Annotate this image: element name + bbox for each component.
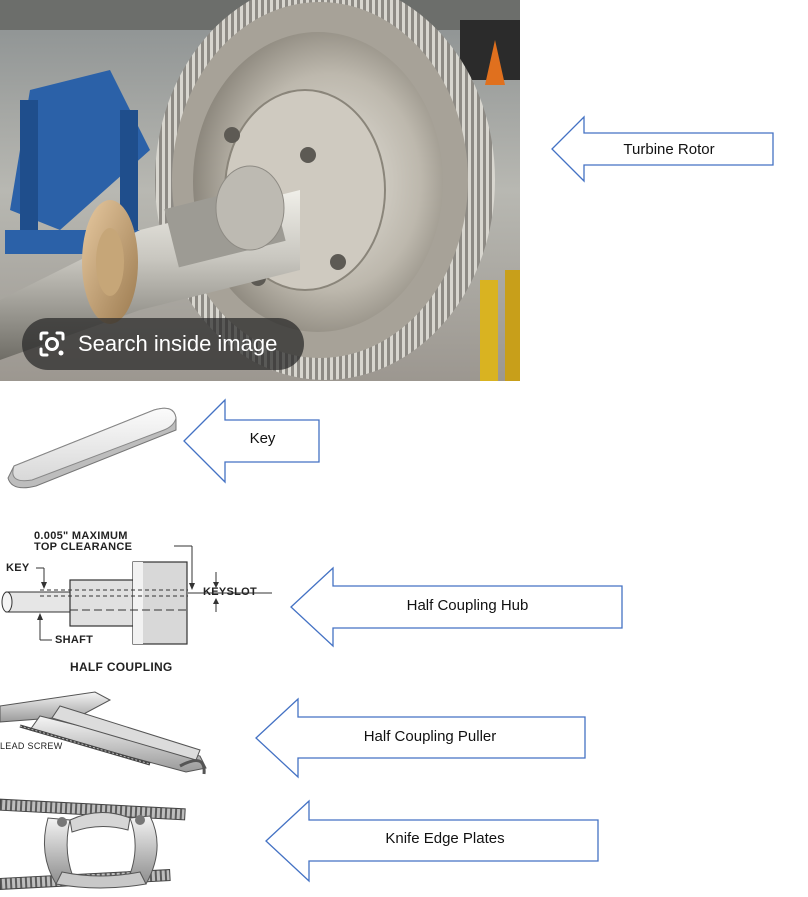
clearance-label-line2: TOP CLEARANCE: [34, 541, 133, 553]
shaft-label: SHAFT: [55, 634, 94, 646]
knife-edge-plates-label: Knife Edge Plates: [385, 830, 505, 847]
half-coupling-hub-label: Half Coupling Hub: [406, 597, 529, 614]
turbine-rotor-arrow: [551, 115, 774, 183]
half-coupling-diagram: 0.005" MAXIMUM TOP CLEARANCE KEY KEYSLOT…: [0, 528, 280, 678]
key-illustration: [7, 407, 177, 489]
half-coupling-hub-arrow: [290, 566, 623, 648]
key-label: Key: [249, 430, 276, 447]
search-inside-image-button[interactable]: Search inside image: [22, 318, 304, 370]
knife-edge-plates-illustration: [0, 798, 186, 890]
turbine-rotor-illustration: [0, 0, 520, 381]
search-inside-image-label: Search inside image: [78, 331, 278, 356]
half-coupling-puller-label: Half Coupling Puller: [363, 728, 497, 745]
lead-screw-label: LEAD SCREW: [0, 741, 63, 751]
puller-drawing: [0, 691, 207, 775]
turbine-rotor-label: Turbine Rotor: [623, 141, 715, 158]
knife-edge-plates-arrow: [265, 799, 599, 883]
half-coupling-puller-arrow: [255, 697, 586, 779]
half-coupling-drawing: [1, 545, 272, 645]
key-callout-label: KEY: [6, 562, 30, 574]
half-coupling-puller-illustration: LEAD SCREW: [0, 686, 215, 782]
google-lens-icon: [39, 331, 65, 357]
turbine-rotor-photo: [0, 0, 520, 381]
clearance-label-line1: 0.005" MAXIMUM: [34, 530, 128, 542]
keyslot-label: KEYSLOT: [203, 586, 258, 598]
key-arrow: [183, 398, 320, 484]
half-coupling-caption: HALF COUPLING: [70, 660, 173, 674]
